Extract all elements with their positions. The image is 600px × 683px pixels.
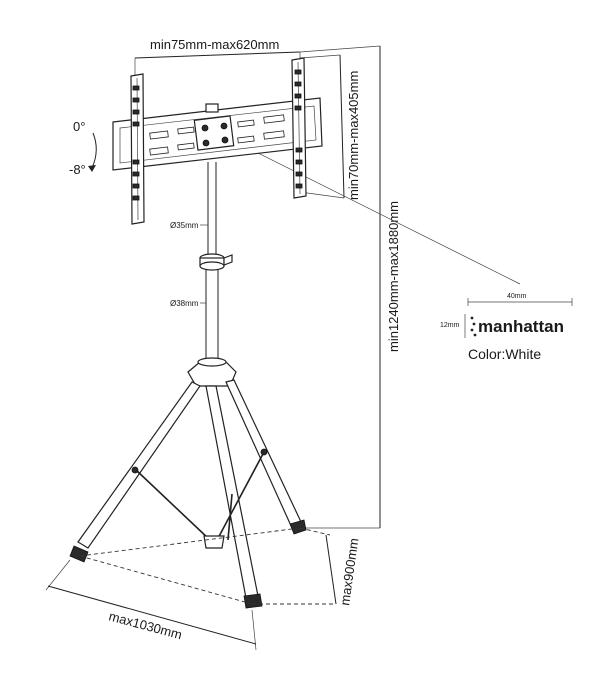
total-height-dimension: min1240mm-max1880mm xyxy=(299,45,401,529)
brace-hub xyxy=(203,535,225,549)
vesa-height-dimension: min70mm-max405mm xyxy=(299,54,361,200)
base-depth-label: max900mm xyxy=(337,537,361,606)
upper-pole: Ø35mm xyxy=(170,162,217,255)
logo-box: 40mm 12mm manhattan Color:White xyxy=(440,293,573,362)
wall-plate xyxy=(112,97,323,171)
width-dimension: min75mm-max620mm xyxy=(134,37,301,78)
top-knob xyxy=(205,103,219,113)
width-range-label: min75mm-max620mm xyxy=(150,37,279,52)
center-hub xyxy=(193,115,235,151)
tripod-legs xyxy=(77,379,303,599)
upper-pole-diameter: Ø35mm xyxy=(170,221,199,230)
tilt-bottom-label: -8° xyxy=(69,162,86,177)
brand-name: manhattan xyxy=(478,317,564,336)
lower-pole-diameter: Ø38mm xyxy=(170,299,199,308)
color-label: Color:White xyxy=(468,346,541,362)
left-foot xyxy=(69,545,89,563)
right-foot xyxy=(289,519,307,535)
tilt-arrow-icon xyxy=(88,165,96,172)
leader-line xyxy=(231,139,521,285)
plate-slots xyxy=(149,114,285,156)
manhattan-logo-icon xyxy=(470,316,477,337)
logo-height-label: 12mm xyxy=(440,322,460,329)
left-leg xyxy=(77,381,201,549)
tilt-indicator: 0° -8° xyxy=(69,119,97,177)
base-dimensions: max900mm max1030mm xyxy=(45,527,361,651)
height-range-label: min70mm-max405mm xyxy=(346,71,361,200)
height-clamp xyxy=(199,253,233,271)
left-arm xyxy=(130,73,145,225)
logo-width-label: 40mm xyxy=(507,293,527,300)
tilt-top-label: 0° xyxy=(73,119,85,134)
tripod-feet xyxy=(69,519,307,609)
total-height-label: min1240mm-max1880mm xyxy=(386,201,401,352)
lower-pole: Ø38mm xyxy=(170,270,219,360)
front-foot xyxy=(243,593,263,609)
right-arm xyxy=(291,57,307,199)
